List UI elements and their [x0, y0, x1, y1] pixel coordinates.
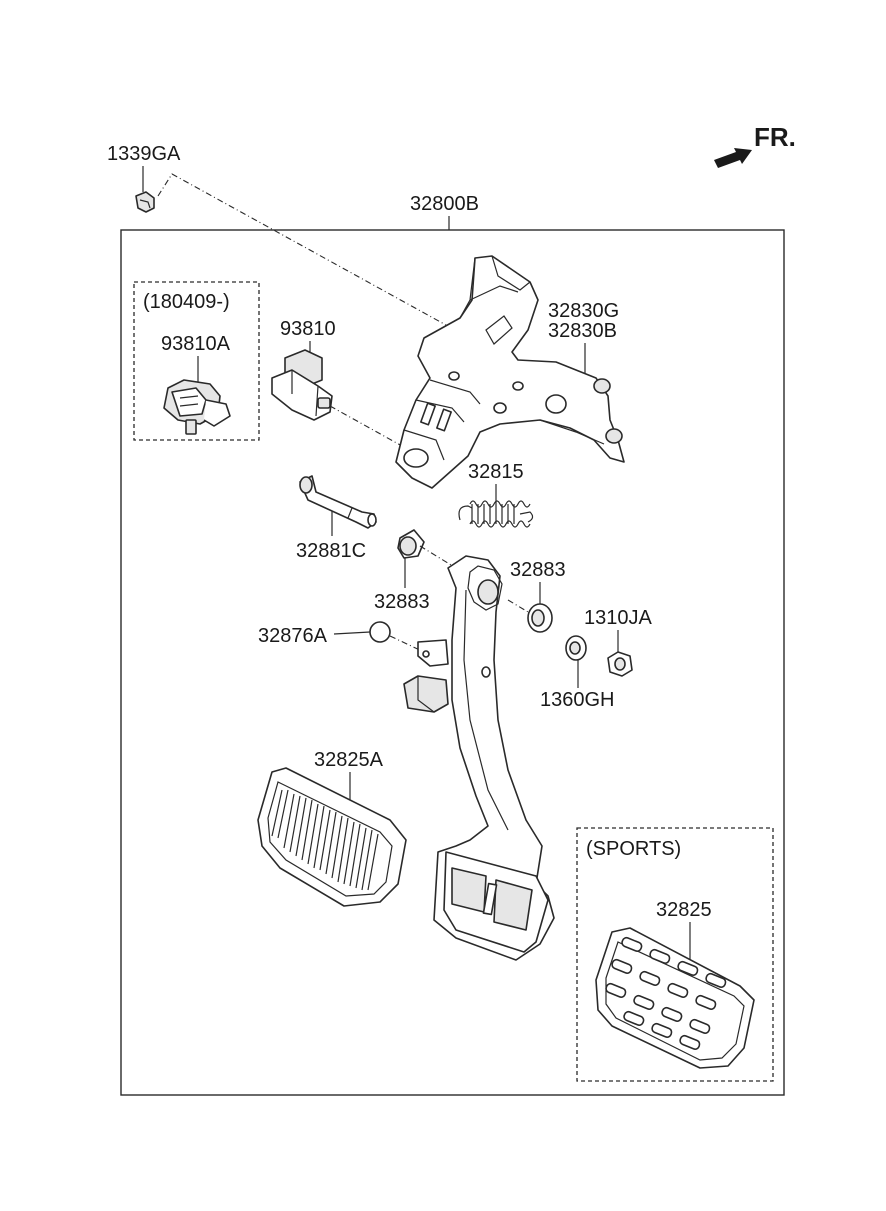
washer-guide-line [507, 599, 529, 613]
front-arrow-icon [714, 148, 752, 168]
part-label-32815: 32815 [468, 461, 524, 483]
part-label-32883-left: 32883 [374, 591, 430, 613]
part-label-1339GA: 1339GA [107, 143, 181, 165]
part-label-32825: 32825 [656, 899, 712, 921]
part-label-1360GH: 1360GH [540, 689, 615, 711]
washer-32883-right [527, 603, 553, 633]
switch-93810A [163, 379, 231, 435]
nut-1310JA [607, 651, 633, 677]
part-label-93810A: 93810A [161, 333, 231, 355]
bushing-guide-line [419, 545, 457, 569]
brake-pedal-arm [403, 555, 555, 961]
clip-1339GA [135, 191, 155, 213]
part-label-93810: 93810 [280, 318, 336, 340]
part-label-32881C: 32881C [296, 540, 366, 562]
switch-93810 [271, 349, 333, 421]
variant-label-sports: (SPORTS) [586, 838, 681, 860]
lock-washer-1360GH [565, 635, 587, 661]
assembly-frame [120, 229, 785, 1096]
stopper-32876A [369, 621, 391, 643]
part-label-32825A: 32825A [314, 749, 384, 771]
pedal-bracket-32830 [395, 255, 625, 489]
part-label-32876A: 32876A [258, 625, 328, 647]
part-label-32830G: 32830G [548, 300, 619, 322]
front-label: FR. [754, 122, 796, 152]
leader-32876A [333, 631, 371, 635]
part-label-32883-right: 32883 [510, 559, 566, 581]
front-direction-indicator: FR. [714, 122, 796, 168]
return-spring-32815 [458, 500, 534, 528]
switch-guide-line [329, 405, 421, 457]
part-label-32830B: 32830B [548, 320, 617, 342]
pedal-pad-32825A [257, 767, 407, 907]
sports-pad-grip-pattern [605, 936, 727, 1050]
pivot-bolt-32881C [299, 475, 377, 529]
clip-guide-line [157, 173, 456, 331]
part-label-1310JA: 1310JA [584, 607, 652, 629]
bushing-32883-left [397, 529, 425, 559]
variant-box-180409 [133, 281, 260, 441]
variant-box-sports [576, 827, 774, 1082]
sports-pedal-pad-32825 [595, 927, 755, 1069]
variant-label-180409: (180409-) [143, 291, 230, 313]
part-label-32800B: 32800B [410, 193, 479, 215]
